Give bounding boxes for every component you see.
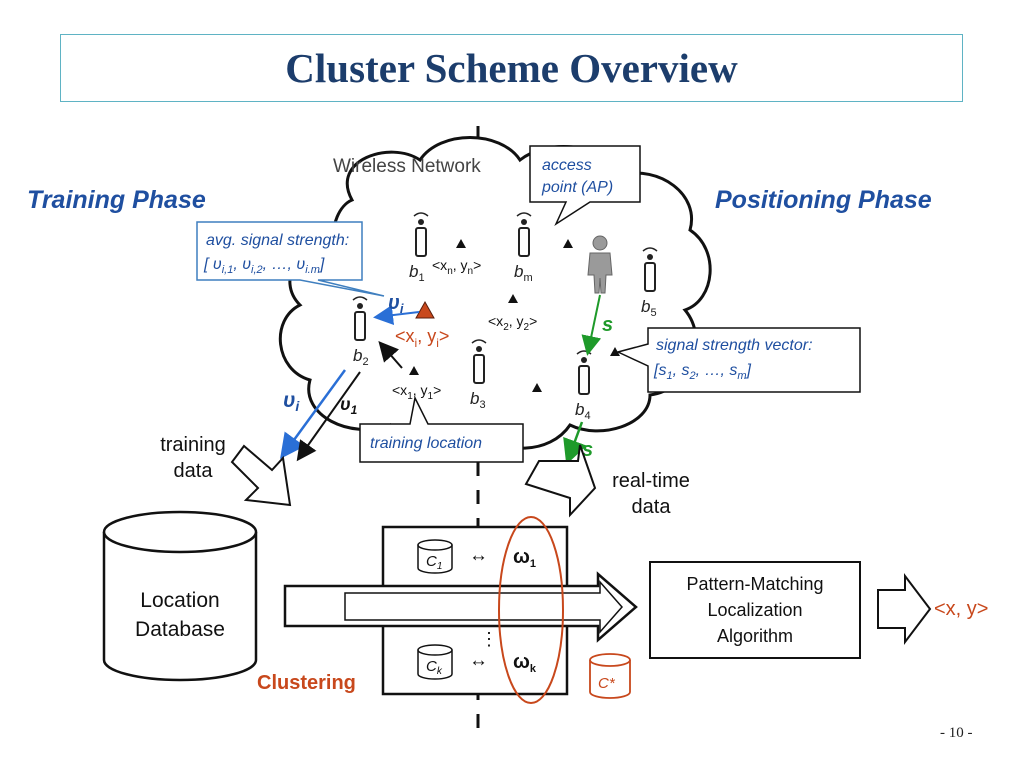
- current-location-marker: [415, 300, 435, 319]
- access-point-callout: [529, 145, 641, 227]
- antenna-icon-b4: [576, 350, 592, 395]
- station-b1-label: b1: [409, 262, 425, 284]
- omega-highlight-ellipse: [498, 516, 564, 704]
- omega-1-symbol: ω1: [513, 546, 536, 570]
- station-b5-label: b5: [641, 297, 657, 319]
- upsilon-1-training: υ1: [340, 394, 358, 417]
- avg-signal-callout: [196, 221, 385, 297]
- access-point-text-1: access: [542, 157, 592, 174]
- training-arrow-black: [296, 371, 361, 462]
- person-icon: [587, 235, 613, 294]
- location-x2-label: <x2, y2>: [488, 313, 537, 333]
- cluster-c1-label: C1: [426, 553, 442, 572]
- access-point-text-2: point (AP): [541, 179, 613, 196]
- cluster-cstar-label: C*: [598, 675, 616, 692]
- cluster-ck-cylinder: [417, 644, 453, 680]
- location-marker: [532, 383, 542, 392]
- training-data-block-arrow: [230, 444, 292, 507]
- location-marker: [610, 347, 620, 356]
- arrow-lr-symbol: ↔: [469, 650, 488, 671]
- wireless-network-cloud: [278, 136, 712, 450]
- arrow-lr-symbol: ↔: [469, 545, 488, 566]
- location-xn-label: <xn, yn>: [432, 257, 481, 277]
- cluster-ck-label: Ck: [426, 658, 443, 677]
- cluster-c1-cylinder: [417, 539, 453, 574]
- station-b3-label: b3: [470, 389, 486, 411]
- positioning-phase-label: Positioning Phase: [715, 186, 932, 214]
- training-location-text: training location: [370, 435, 482, 452]
- training-phase-label: Training Phase: [27, 186, 206, 214]
- clustering-label: Clustering: [257, 672, 356, 694]
- upsilon-i-training: υi: [283, 389, 300, 414]
- location-x1-label: <x1, y1>: [392, 382, 441, 402]
- location-marker: [563, 239, 573, 248]
- antenna-icon-b1: [413, 212, 429, 257]
- signal-vector-callout: [615, 327, 861, 393]
- antenna-icon-b3: [471, 339, 487, 384]
- title-box: Cluster Scheme Overview: [60, 34, 963, 102]
- omega-k-symbol: ωk: [513, 651, 537, 675]
- antenna-icon-b5: [642, 247, 658, 292]
- station-bm-label: bm: [514, 262, 533, 284]
- vertical-dots: ⋮: [480, 629, 498, 649]
- signal-vector-line2: [s1, s2, …, sm]: [653, 362, 752, 382]
- realtime-data-block-arrow: [524, 444, 597, 518]
- output-coordinates-label: <x, y>: [934, 598, 989, 620]
- station-b4-label: b4: [575, 400, 591, 422]
- antenna-icon-b2: [352, 296, 368, 341]
- avg-signal-line1: avg. signal strength:: [206, 232, 349, 249]
- signal-arrow-black: [378, 340, 403, 369]
- location-xi-label: <xi, yi>: [395, 326, 449, 350]
- wireless-network-label: Wireless Network: [333, 156, 481, 177]
- cluster-inner-arrow: [344, 580, 623, 634]
- output-block-arrow: [877, 573, 932, 645]
- signal-arrow-green: [581, 294, 602, 356]
- station-b2-label: b2: [353, 346, 369, 368]
- s-symbol-cloud: s: [602, 314, 613, 336]
- slide-title: Cluster Scheme Overview: [285, 45, 738, 91]
- location-database-cylinder: [102, 510, 258, 682]
- antenna-icon-bm: [516, 212, 532, 257]
- training-arrow-blue: [280, 369, 347, 460]
- s-symbol-realtime: s: [582, 439, 593, 461]
- location-marker: [456, 239, 466, 248]
- realtime-arrow-green: [563, 421, 587, 465]
- signal-arrow-blue: [373, 305, 420, 326]
- signal-vector-line1: signal strength vector:: [656, 337, 813, 354]
- training-location-callout: [359, 395, 524, 463]
- upsilon-i-symbol: υi: [388, 292, 404, 316]
- algorithm-box: [649, 561, 861, 659]
- page-number: - 10 -: [940, 725, 973, 741]
- avg-signal-line2: [ υi,1, υi,2, …, υi.m]: [203, 256, 325, 276]
- cluster-cstar-cylinder: [589, 653, 631, 699]
- location-marker: [508, 294, 518, 303]
- location-marker: [409, 366, 419, 375]
